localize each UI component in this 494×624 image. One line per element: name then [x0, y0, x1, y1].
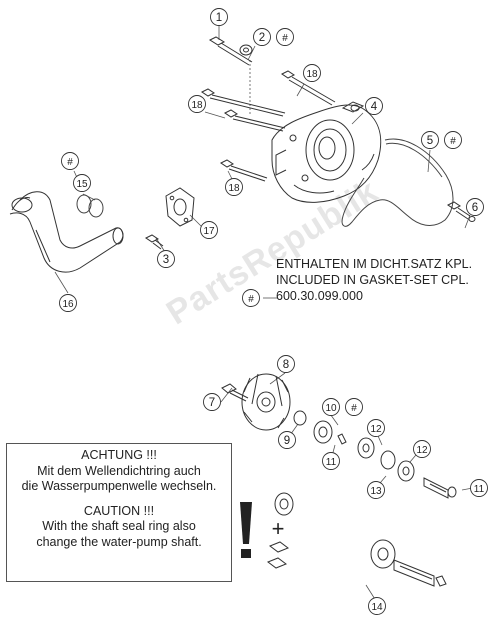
plus-sign: +	[272, 516, 285, 541]
callout-16: 16	[62, 299, 74, 310]
callout-10: 10	[325, 403, 337, 414]
callout-4: 4	[371, 101, 378, 113]
impeller-screw	[221, 383, 249, 402]
gasket-note-line-3: 600.30.099.000	[276, 289, 363, 303]
callout-9: 9	[284, 435, 290, 447]
callout-17: 17	[203, 226, 215, 237]
callout-11-a: 11	[326, 457, 337, 468]
callout-18-left: 18	[191, 100, 203, 111]
warning-title-de: ACHTUNG !!!	[81, 448, 157, 462]
callout-7: 7	[209, 397, 215, 409]
callout-2: 2	[259, 32, 265, 44]
callout-8: 8	[283, 359, 289, 371]
callout-14: 14	[371, 602, 383, 613]
callout-5-hash: #	[450, 136, 456, 147]
callout-1: 1	[216, 12, 222, 24]
exclamation-graphic	[240, 502, 252, 558]
callout-3: 3	[163, 254, 169, 266]
warning-line-de-1: Mit dem Wellendichtring auch	[37, 463, 201, 478]
housing-gasket	[341, 138, 454, 227]
callout-18-bottom: 18	[228, 183, 240, 194]
warning-title-en: CAUTION !!!	[83, 503, 155, 518]
gasket-note-line-2: INCLUDED IN GASKET-SET CPL.	[276, 273, 469, 287]
warning-line-en-1: With the shaft seal ring also	[42, 519, 196, 533]
warning-line-de-2: die Wasserpumpenwelle wechseln.	[21, 479, 217, 493]
gasket-set-note: ENTHALTEN IM DICHT.SATZ KPL. INCLUDED IN…	[276, 256, 486, 304]
bolts-top	[201, 36, 336, 182]
gasket-note-line-1: ENTHALTEN IM DICHT.SATZ KPL.	[276, 257, 473, 271]
callout-15-hash: #	[67, 157, 73, 168]
callout-12-b: 12	[416, 445, 428, 456]
callout-circles	[59, 8, 488, 615]
callout-15: 15	[76, 179, 88, 190]
callout-10-hash: #	[351, 403, 357, 414]
callout-5: 5	[427, 135, 433, 147]
water-pipe	[9, 191, 124, 273]
drain-screw	[447, 201, 476, 222]
o-rings	[76, 194, 104, 218]
callout-12-a: 12	[370, 424, 382, 435]
shaft-seal-assembly	[293, 410, 457, 499]
hose-screw	[145, 234, 164, 250]
callout-2-hash: #	[282, 33, 288, 44]
impeller	[241, 373, 291, 431]
callout-note-hash: #	[248, 294, 254, 305]
shaft-assembly	[266, 492, 447, 587]
flange-gasket	[165, 187, 195, 227]
callout-13: 13	[370, 486, 382, 497]
pump-cover	[271, 101, 382, 203]
warning-line-en-2: change the water-pump shaft.	[36, 534, 202, 549]
callout-6: 6	[472, 202, 478, 214]
callout-11-b: 11	[474, 484, 485, 495]
warning-box: ACHTUNG !!! Mit dem Wellendichtring auch…	[6, 443, 232, 582]
callout-18-top: 18	[306, 69, 318, 80]
